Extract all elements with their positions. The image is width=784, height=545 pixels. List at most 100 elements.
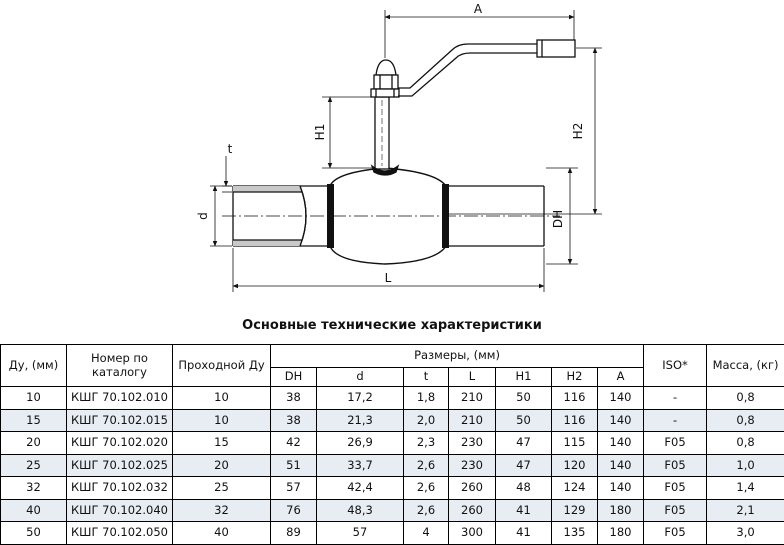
dim-A-label: A xyxy=(474,2,483,16)
table-cell: 210 xyxy=(449,409,496,432)
table-cell: 10 xyxy=(173,387,271,410)
table-cell: 180 xyxy=(598,522,644,545)
table-cell: 50 xyxy=(496,387,552,410)
dim-t xyxy=(222,156,232,192)
table-cell: 89 xyxy=(271,522,317,545)
table-cell: 47 xyxy=(496,454,552,477)
header-dim-t: t xyxy=(404,368,449,387)
table-cell: F05 xyxy=(644,454,707,477)
table-cell: - xyxy=(644,387,707,410)
table-cell: КШГ 70.102.015 xyxy=(67,409,173,432)
table-cell: КШГ 70.102.020 xyxy=(67,432,173,455)
header-dim-dh: DH xyxy=(271,368,317,387)
table-cell: 120 xyxy=(552,454,598,477)
table-cell: 230 xyxy=(449,454,496,477)
table-cell: 10 xyxy=(1,387,67,410)
table-cell: 47 xyxy=(496,432,552,455)
table-cell: 42 xyxy=(271,432,317,455)
table-cell: 25 xyxy=(173,477,271,500)
table-cell: 140 xyxy=(598,432,644,455)
table-cell: 260 xyxy=(449,499,496,522)
table-cell: 3,0 xyxy=(707,522,784,545)
table-cell: 140 xyxy=(598,477,644,500)
table-cell: 51 xyxy=(271,454,317,477)
table-cell: 10 xyxy=(173,409,271,432)
header-mass: Масса, (кг) xyxy=(707,345,784,387)
header-dim-h2: H2 xyxy=(552,368,598,387)
table-cell: 40 xyxy=(173,522,271,545)
table-cell: 76 xyxy=(271,499,317,522)
table-cell: 1,0 xyxy=(707,454,784,477)
table-cell: 48,3 xyxy=(317,499,404,522)
table-cell: 129 xyxy=(552,499,598,522)
table-cell: 20 xyxy=(173,454,271,477)
table-cell: 21,3 xyxy=(317,409,404,432)
table-cell: F05 xyxy=(644,499,707,522)
table-cell: 2,1 xyxy=(707,499,784,522)
dim-H2-label: H2 xyxy=(571,123,585,140)
table-cell: 2,6 xyxy=(404,477,449,500)
table-cell: 38 xyxy=(271,387,317,410)
table-cell: 57 xyxy=(317,522,404,545)
table-cell: 42,4 xyxy=(317,477,404,500)
table-cell: 48 xyxy=(496,477,552,500)
header-du: Ду, (мм) xyxy=(1,345,67,387)
header-dim-l: L xyxy=(449,368,496,387)
header-dim-a: A xyxy=(598,368,644,387)
table-cell: КШГ 70.102.010 xyxy=(67,387,173,410)
table-cell: 26,9 xyxy=(317,432,404,455)
table-cell: КШГ 70.102.025 xyxy=(67,454,173,477)
table-cell: 41 xyxy=(496,499,552,522)
table-cell: 15 xyxy=(1,409,67,432)
table-cell: 32 xyxy=(1,477,67,500)
table-cell: 116 xyxy=(552,409,598,432)
table-cell: 1,4 xyxy=(707,477,784,500)
table-cell: 0,8 xyxy=(707,387,784,410)
table-cell: 41 xyxy=(496,522,552,545)
dim-H1 xyxy=(322,97,372,168)
table-cell: 2,6 xyxy=(404,454,449,477)
stem-nut xyxy=(371,60,399,97)
table-cell: 33,7 xyxy=(317,454,404,477)
table-cell: 140 xyxy=(598,409,644,432)
table-cell: 0,8 xyxy=(707,409,784,432)
dim-H1-label: H1 xyxy=(313,124,327,141)
table-cell: 140 xyxy=(598,387,644,410)
valve-drawing: A H2 H1 t d DH L xyxy=(0,0,784,310)
table-cell: - xyxy=(644,409,707,432)
header-catalog: Номер по каталогу xyxy=(67,345,173,387)
header-iso: ISO* xyxy=(644,345,707,387)
dim-DH-label: DH xyxy=(551,210,565,228)
table-cell: КШГ 70.102.040 xyxy=(67,499,173,522)
header-dim-h1: H1 xyxy=(496,368,552,387)
table-cell: 210 xyxy=(449,387,496,410)
table-cell: 57 xyxy=(271,477,317,500)
handle xyxy=(398,40,575,96)
table-cell: 40 xyxy=(1,499,67,522)
table-cell: F05 xyxy=(644,477,707,500)
table-cell: 300 xyxy=(449,522,496,545)
table-cell: 140 xyxy=(598,454,644,477)
table-cell: F05 xyxy=(644,432,707,455)
table-cell: 116 xyxy=(552,387,598,410)
table-cell: 20 xyxy=(1,432,67,455)
spec-table: Ду, (мм) Номер по каталогу Проходной Ду … xyxy=(0,344,784,545)
header-passage: Проходной Ду xyxy=(173,345,271,387)
table-cell: 2,0 xyxy=(404,409,449,432)
table-cell: 50 xyxy=(496,409,552,432)
table-cell: 17,2 xyxy=(317,387,404,410)
table-cell: КШГ 70.102.050 xyxy=(67,522,173,545)
header-dim-d: d xyxy=(317,368,404,387)
dim-L-label: L xyxy=(385,271,392,285)
table-cell: 2,6 xyxy=(404,499,449,522)
dim-t-label: t xyxy=(228,142,233,156)
table-cell: 124 xyxy=(552,477,598,500)
